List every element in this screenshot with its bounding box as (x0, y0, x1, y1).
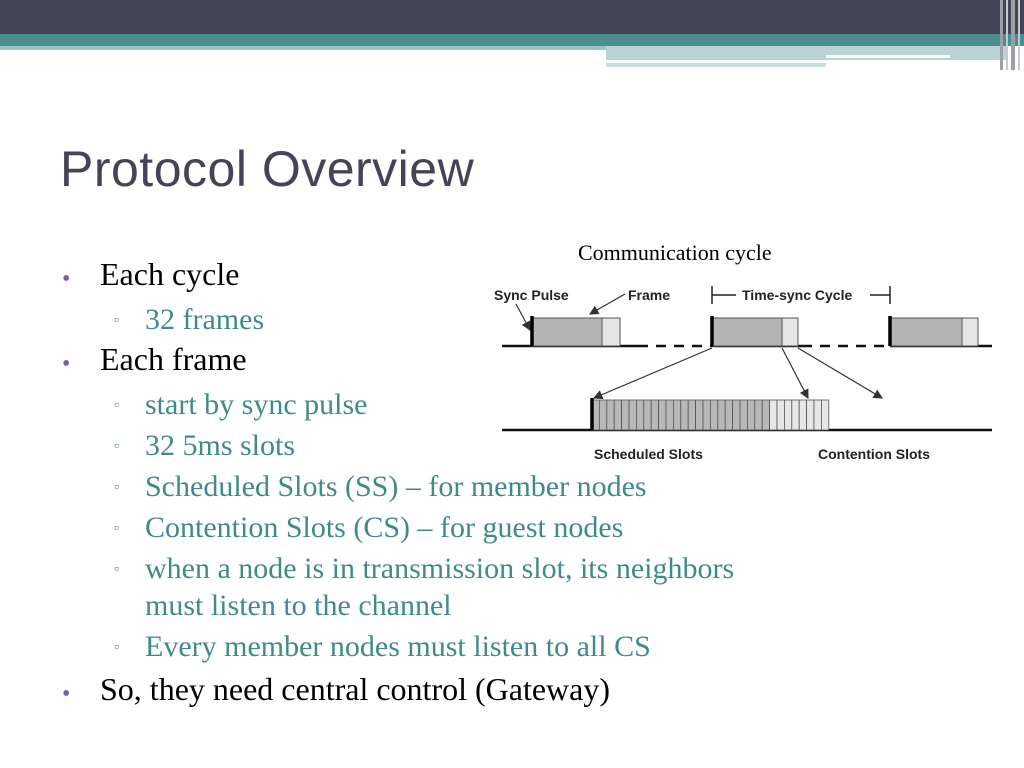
sub-bullet-marker: ▫ (114, 640, 119, 655)
label-time-sync-cycle: Time-sync Cycle (742, 287, 852, 303)
contention-slot (813, 399, 822, 431)
sub-bullet-scheduled-slots: Scheduled Slots (SS) – for member nodes (145, 470, 647, 503)
bullet-central-control: So, they need central control (Gateway) (100, 671, 611, 707)
contention-slot (776, 399, 785, 431)
slot-strip (591, 399, 830, 431)
sub-bullet-contention-slots: Contention Slots (CS) – for guest nodes (145, 511, 624, 544)
header-accent-line (0, 46, 606, 50)
page-title: Protocol Overview (60, 141, 475, 197)
scheduled-slot (695, 399, 704, 431)
sub-bullet-marker: ▫ (114, 313, 119, 328)
contention-slot (806, 399, 815, 431)
scheduled-slot (650, 399, 659, 431)
sub-bullet-marker: ▫ (114, 521, 119, 536)
sub-bullet-slots: 32 5ms slots (145, 429, 296, 462)
sub-bullet-32-frames: 32 frames (145, 303, 265, 336)
scheduled-slot (746, 399, 756, 431)
diagram-caption: Communication cycle (578, 240, 772, 265)
bullet-dot: • (62, 681, 71, 707)
scheduled-slot (665, 399, 674, 431)
scheduled-slot (761, 399, 771, 431)
scheduled-slot (613, 399, 622, 431)
sub-bullet-marker: ▫ (114, 480, 119, 495)
scheduled-slot (643, 399, 652, 431)
label-frame: Frame (628, 287, 670, 303)
contention-slot (820, 399, 830, 431)
scheduled-slot (732, 399, 741, 431)
scheduled-slot (717, 399, 726, 431)
bullet-dot: • (62, 351, 71, 377)
sub-bullet-neighbors-line2: must listen to the channel (145, 589, 452, 622)
scheduled-slot (635, 399, 645, 431)
label-sync-pulse: Sync Pulse (494, 287, 569, 303)
sub-bullet-marker: ▫ (114, 439, 119, 454)
scheduled-slot (739, 399, 748, 431)
bullet-dot: • (62, 266, 71, 292)
scheduled-slot (599, 399, 608, 431)
header-right-gap (826, 55, 950, 58)
scheduled-slot (621, 399, 630, 431)
scheduled-slot (754, 399, 763, 431)
communication-cycle-diagram: Sync Pulse Frame Time-sync Cycle Schedul… (494, 286, 992, 462)
scheduled-slot (709, 399, 719, 431)
scheduled-slot (606, 399, 615, 431)
scheduled-slot (628, 399, 637, 431)
header-accent-stripe (0, 34, 1024, 46)
contention-slot (783, 399, 793, 431)
scheduled-slot (658, 399, 667, 431)
bullet-each-cycle: Each cycle (100, 256, 240, 292)
label-contention-slots: Contention Slots (818, 446, 930, 462)
scheduled-slot (724, 399, 733, 431)
sub-bullet-listen-all-cs: Every member nodes must listen to all CS (145, 630, 651, 663)
bullet-each-frame: Each frame (100, 341, 247, 377)
scheduled-slot (687, 399, 696, 431)
label-scheduled-slots: Scheduled Slots (594, 446, 703, 462)
header-right-thin-line (606, 63, 826, 67)
corner-stripes (998, 0, 1024, 70)
sub-bullet-marker: ▫ (114, 398, 119, 413)
sub-bullet-sync-pulse: start by sync pulse (145, 388, 368, 421)
scheduled-slot (672, 399, 682, 431)
header-band (0, 0, 1024, 34)
scheduled-slot (702, 399, 711, 431)
contention-slot (798, 399, 808, 431)
contention-slot (791, 399, 800, 431)
contention-slot (769, 399, 778, 431)
scheduled-slot (680, 399, 689, 431)
sub-bullet-marker: ▫ (114, 562, 119, 577)
sub-bullet-neighbors-line1: when a node is in transmission slot, its… (145, 552, 735, 585)
